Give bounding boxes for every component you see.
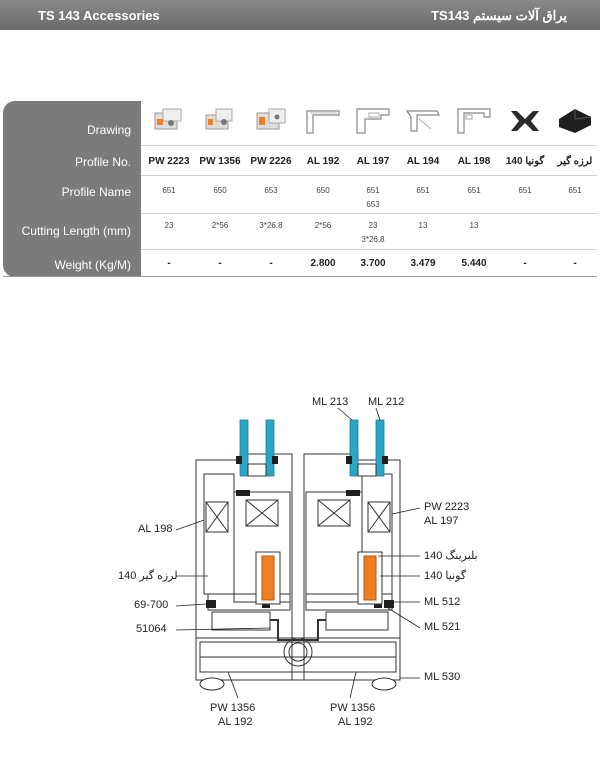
profile-no-cell: AL 194 bbox=[406, 156, 440, 167]
row-divider bbox=[141, 249, 597, 250]
row-label-weight: Weight (Kg/M) bbox=[54, 258, 131, 272]
cutting-length-cell: 23 bbox=[164, 221, 174, 230]
row-divider bbox=[141, 213, 597, 214]
profile-no-cell: AL 197 bbox=[356, 156, 390, 167]
profile-no-cell: PW 1356 bbox=[199, 156, 241, 167]
corner-bracket-icon bbox=[256, 108, 286, 130]
profile-name-cell: 651 bbox=[467, 186, 481, 195]
profile-name-cell: 650 bbox=[213, 186, 227, 195]
callout-ml530: ML 530 bbox=[424, 671, 461, 683]
corner-bracket-icon bbox=[154, 108, 182, 130]
bumper-icon bbox=[511, 111, 539, 131]
callout-bolbring: بلبرینگ 140 bbox=[424, 550, 478, 562]
callout-al192-left: AL 192 bbox=[218, 716, 253, 728]
profile-name-cell: 651 bbox=[162, 186, 176, 195]
cutting-length-cell: 3*26.8 bbox=[259, 221, 283, 230]
weight-cell: - bbox=[269, 258, 273, 269]
callout-ml521: ML 521 bbox=[424, 621, 461, 633]
callout-pw1356-left: PW 1356 bbox=[210, 702, 256, 714]
profile-no-cell: لرزه گیر bbox=[557, 156, 593, 167]
profile-section-icon bbox=[457, 108, 491, 134]
profile-section-icon bbox=[356, 108, 390, 134]
profile-no-cell: AL 192 bbox=[306, 156, 340, 167]
cutting-length-cell-2: 3*26.8 bbox=[361, 235, 385, 244]
profile-name-cell-2: 653 bbox=[366, 200, 380, 209]
profile-no-cell: PW 2223 bbox=[148, 156, 190, 167]
profile-no-cell: AL 198 bbox=[457, 156, 491, 167]
row-label-cutting-length: Cutting Length (mm) bbox=[21, 224, 131, 238]
weight-cell: 2.800 bbox=[310, 258, 336, 269]
weight-cell: - bbox=[523, 258, 527, 269]
profile-name-cell: 651 bbox=[366, 186, 380, 195]
profile-name-cell: 651 bbox=[568, 186, 582, 195]
weight-cell: - bbox=[167, 258, 171, 269]
callout-al198: AL 198 bbox=[138, 523, 173, 535]
profile-name-cell: 650 bbox=[316, 186, 330, 195]
cutting-length-cell: 13 bbox=[418, 221, 428, 230]
row-divider bbox=[141, 175, 597, 176]
page-header: TS 143 Accessories یراق آلات سیستم TS143 bbox=[0, 0, 600, 30]
row-label-profile-no: Profile No. bbox=[74, 155, 131, 169]
profile-section-icon bbox=[306, 110, 340, 134]
header-title-right: یراق آلات سیستم TS143 bbox=[431, 8, 567, 23]
callout-pw2223: PW 2223 bbox=[424, 501, 470, 513]
table-row-header bbox=[3, 101, 141, 277]
callout-gonia: گونیا 140 bbox=[424, 570, 467, 582]
profile-name-cell: 653 bbox=[264, 186, 278, 195]
callout-al197: AL 197 bbox=[424, 515, 459, 527]
row-divider bbox=[141, 145, 597, 146]
cutting-length-cell: 2*56 bbox=[211, 221, 229, 230]
callout-ml213: ML 213 bbox=[312, 396, 349, 408]
callout-ml212: ML 212 bbox=[368, 396, 405, 408]
callout-al192-right: AL 192 bbox=[338, 716, 373, 728]
weight-cell: - bbox=[573, 258, 577, 269]
weight-cell: - bbox=[218, 258, 222, 269]
profile-no-cell: گونیا 140 bbox=[505, 156, 545, 167]
corner-bracket-icon bbox=[205, 108, 233, 130]
profile-name-cell: 651 bbox=[518, 186, 532, 195]
cutting-length-cell: 2*56 bbox=[314, 221, 332, 230]
profile-section-icon bbox=[405, 110, 440, 132]
section-diagram: ML 213 ML 212 AL 198 PW 2223 AL 197 بلبر… bbox=[0, 380, 600, 761]
weight-cell: 3.700 bbox=[360, 258, 386, 269]
row-label-drawing: Drawing bbox=[86, 123, 131, 137]
row-label-profile-name: Profile Name bbox=[61, 185, 131, 199]
profile-cross-section bbox=[175, 407, 421, 699]
cutting-length-cell: 13 bbox=[469, 221, 479, 230]
cutting-length-cell: 23 bbox=[368, 221, 378, 230]
callout-pw1356-right: PW 1356 bbox=[330, 702, 376, 714]
accessories-table: Drawing Profile No. Profile Name Cutting… bbox=[3, 101, 597, 277]
gasket-block-icon bbox=[559, 109, 592, 133]
weight-cell: 3.479 bbox=[410, 258, 436, 269]
profile-no-cell: PW 2226 bbox=[250, 156, 292, 167]
header-title-left: TS 143 Accessories bbox=[38, 8, 160, 23]
weight-cell: 5.440 bbox=[461, 258, 487, 269]
callout-ml512: ML 512 bbox=[424, 596, 461, 608]
callout-lerze: لرزه گیر 140 bbox=[118, 570, 178, 582]
callout-51064: 51064 bbox=[136, 623, 167, 635]
callout-69-700: 69-700 bbox=[134, 599, 169, 611]
table-bottom-border bbox=[3, 276, 597, 277]
profile-name-cell: 651 bbox=[416, 186, 430, 195]
